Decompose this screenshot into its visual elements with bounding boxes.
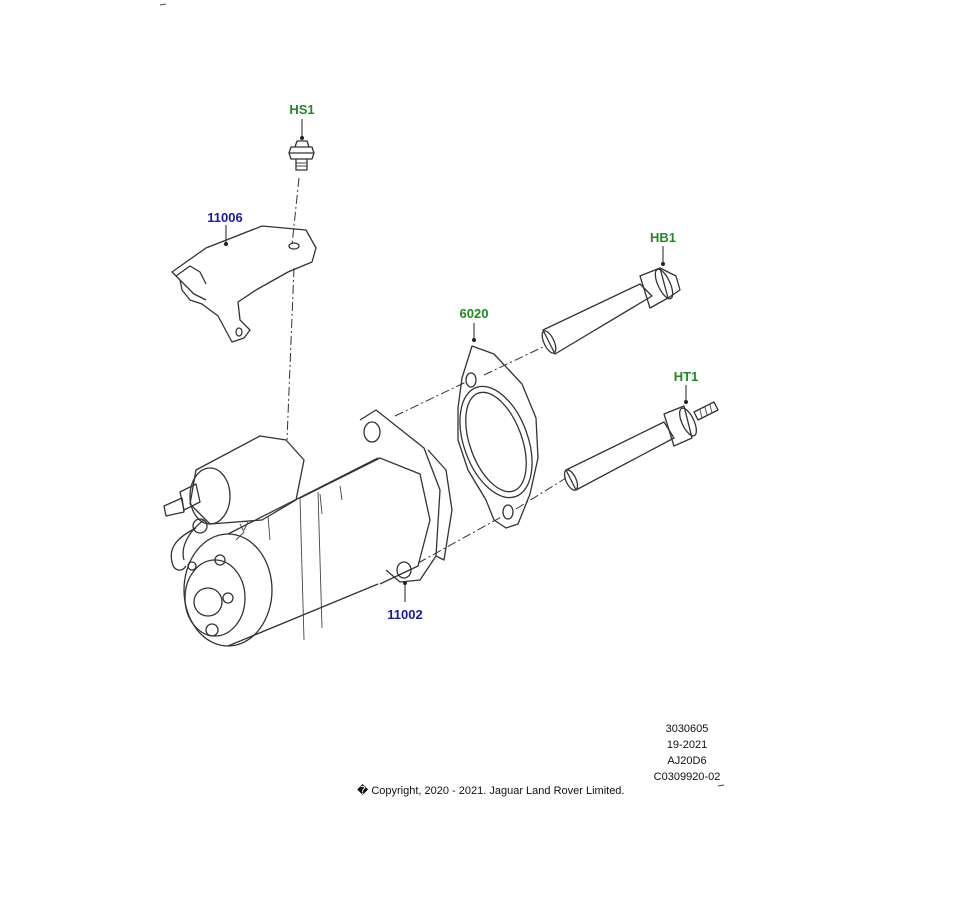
metadata-line-3: AJ20D6 xyxy=(667,755,707,767)
callout-hb1[interactable]: HB1 xyxy=(649,230,677,245)
callout-6020[interactable]: 6020 xyxy=(459,306,489,321)
metadata-line-2: 19-2021 xyxy=(666,739,708,751)
bolt-hb1[interactable] xyxy=(539,267,681,355)
bracket-11006[interactable] xyxy=(171,225,317,343)
corner-marks xyxy=(159,3,725,787)
gasket-6020[interactable] xyxy=(446,345,546,529)
callout-hs1[interactable]: HS1 xyxy=(289,102,315,117)
callout-11006[interactable]: 11006 xyxy=(207,210,243,225)
callout-11002[interactable]: 11002 xyxy=(387,607,423,622)
drawing-metadata: 3030605 19-2021 AJ20D6 C0309920-02 xyxy=(630,721,744,785)
stud-ht1[interactable] xyxy=(562,401,719,492)
callout-ht1[interactable]: HT1 xyxy=(673,369,699,384)
bolt-hs1[interactable] xyxy=(288,140,315,171)
alignment-lines xyxy=(286,177,567,564)
copyright-notice: � Copyright, 2020 - 2021. Jaguar Land Ro… xyxy=(357,785,625,797)
starter-motor-11002[interactable] xyxy=(163,409,453,647)
leader-lines xyxy=(224,119,688,602)
metadata-line-4: C0309920-02 xyxy=(653,771,721,783)
metadata-line-1: 3030605 xyxy=(665,723,709,735)
